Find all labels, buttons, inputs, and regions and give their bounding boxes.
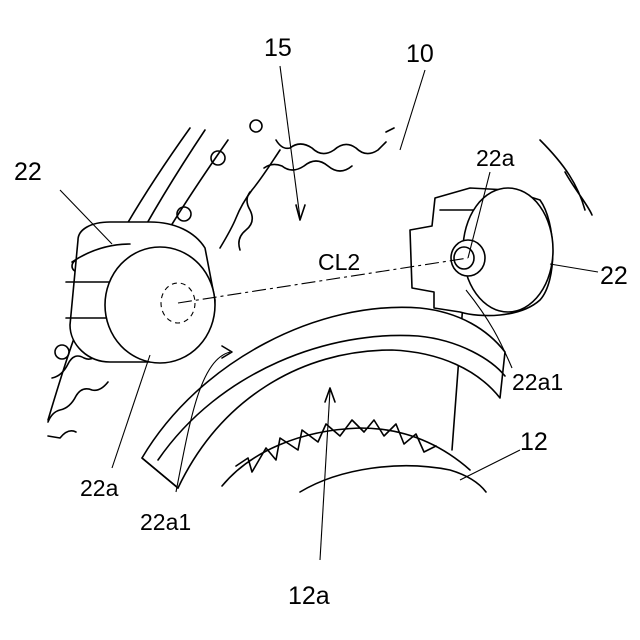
left-roller <box>66 222 215 363</box>
label-22-left: 22 <box>14 158 42 186</box>
label-22-right: 22 <box>600 262 628 290</box>
label-22a1-right: 22a1 <box>512 369 563 395</box>
gear <box>222 420 486 492</box>
label-12: 12 <box>520 428 548 456</box>
label-12a: 12a <box>288 582 330 610</box>
label-cl2: CL2 <box>318 249 360 275</box>
label-22a-top: 22a <box>476 145 515 171</box>
label-15: 15 <box>264 34 292 62</box>
label-10: 10 <box>406 40 434 68</box>
label-22a-left: 22a <box>80 475 119 501</box>
label-22a1-bottom: 22a1 <box>140 509 191 535</box>
